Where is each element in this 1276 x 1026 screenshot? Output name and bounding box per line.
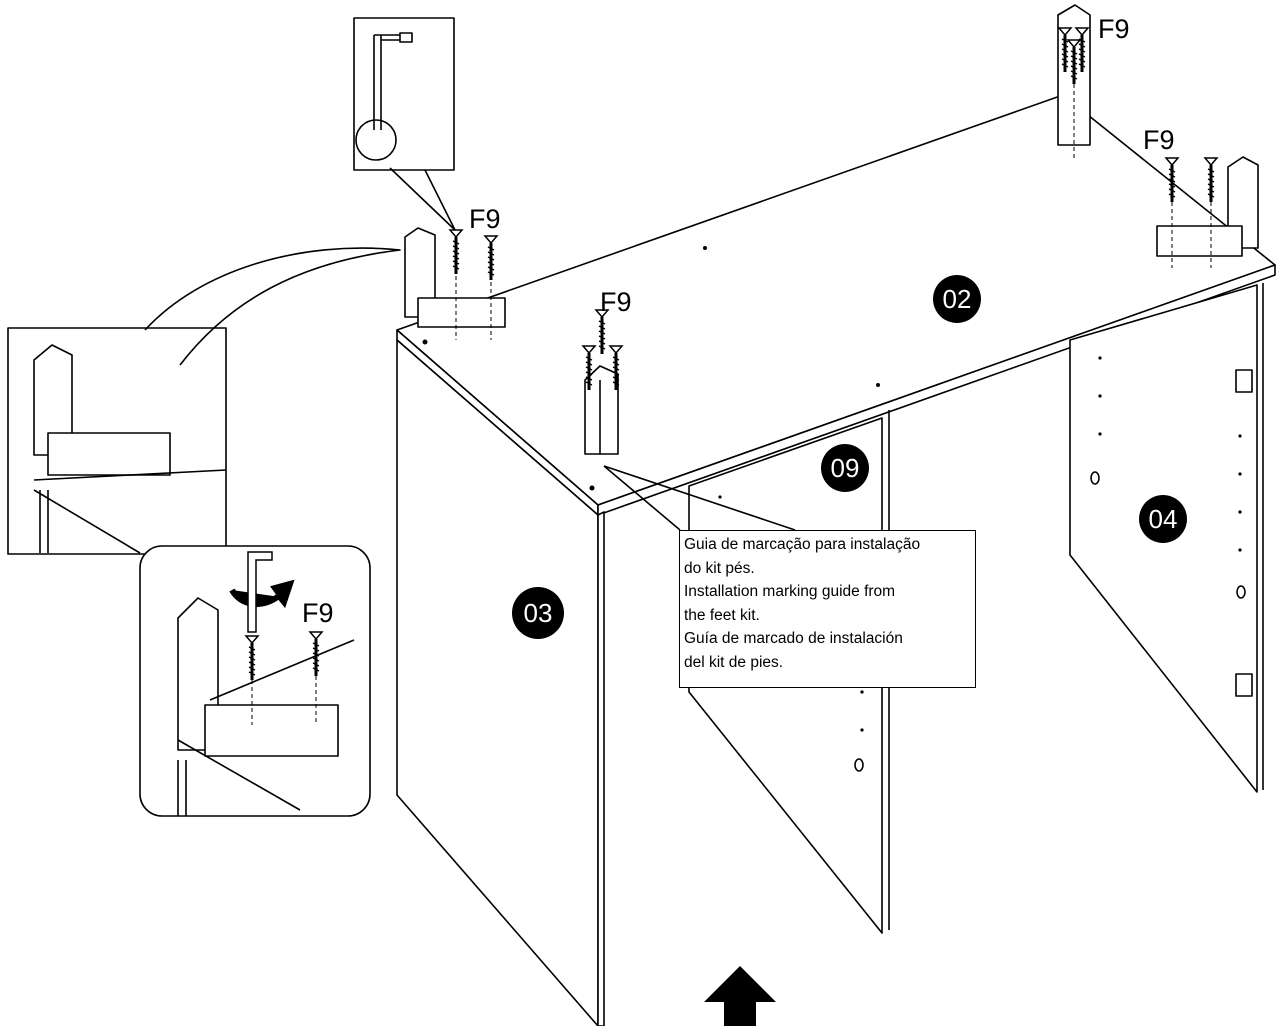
detail-inset-1 bbox=[7, 247, 401, 555]
screw-label: F9 bbox=[1143, 125, 1175, 155]
screw-label: F9 bbox=[302, 598, 334, 628]
screw-labels: F9 F9 F9 F9 F9 bbox=[302, 14, 1175, 628]
screw-label: F9 bbox=[469, 204, 501, 234]
cam-dowels bbox=[854, 369, 1253, 772]
back-left-leg bbox=[404, 227, 506, 328]
note-line: Guía de marcado de instalación bbox=[684, 630, 903, 647]
screws bbox=[244, 26, 1219, 725]
hex-key-callout bbox=[353, 17, 456, 231]
screw-label: F9 bbox=[600, 287, 632, 317]
note-line: Guia de marcação para instalação bbox=[684, 536, 921, 553]
note-line: Installation marking guide from bbox=[684, 583, 896, 600]
note-line: the feet kit. bbox=[684, 606, 760, 624]
badge-09: 09 bbox=[821, 444, 869, 492]
svg-text:04: 04 bbox=[1149, 504, 1178, 534]
front-leg bbox=[584, 365, 619, 455]
detail-inset-2 bbox=[139, 545, 371, 817]
rotation-arrow-icon bbox=[229, 551, 295, 633]
screw-label: F9 bbox=[1098, 14, 1130, 44]
badge-04: 04 bbox=[1139, 495, 1187, 543]
note-line: del kit de pies. bbox=[684, 653, 784, 671]
hardware-holes bbox=[422, 246, 1242, 732]
svg-text:02: 02 bbox=[943, 284, 972, 314]
left-side-panel bbox=[396, 339, 605, 1026]
svg-text:09: 09 bbox=[831, 453, 860, 483]
badge-03: 03 bbox=[512, 587, 564, 639]
note-pointer bbox=[603, 465, 796, 531]
corner-leg bbox=[1156, 156, 1259, 257]
svg-text:03: 03 bbox=[524, 598, 553, 628]
note-line: do kit pés. bbox=[684, 559, 755, 577]
marking-guide-note: Guia de marcação para instalação do kit … bbox=[679, 530, 976, 688]
direction-arrow-icon bbox=[704, 966, 776, 1026]
badge-02: 02 bbox=[933, 275, 981, 323]
